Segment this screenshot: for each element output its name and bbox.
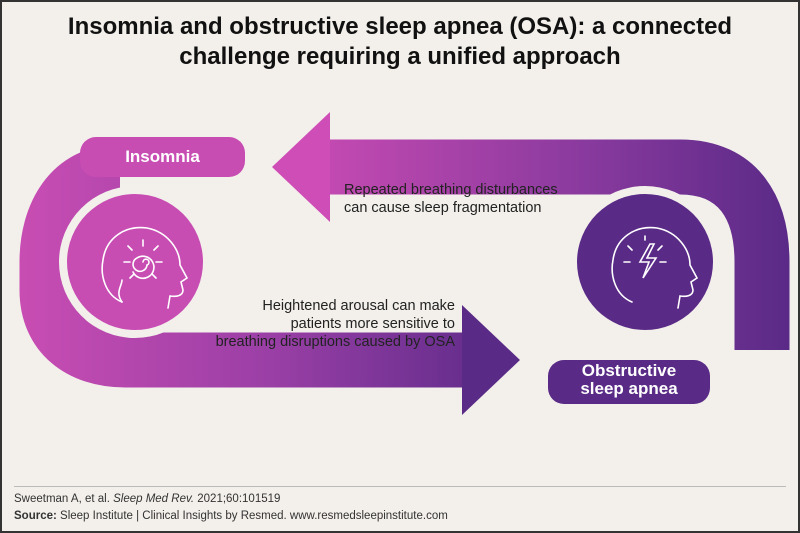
osa-circle	[569, 186, 721, 338]
citation: Sweetman A, et al. Sleep Med Rev. 2021;6…	[14, 493, 280, 505]
osa-to-insomnia-text: Repeated breathing disturbances can caus…	[344, 181, 558, 217]
title-line-1: Insomnia and obstructive sleep apnea (OS…	[67, 13, 733, 40]
text-line: Repeated breathing disturbances	[344, 182, 558, 198]
insomnia-circle	[59, 186, 211, 338]
citation-journal: Sleep Med Rev.	[113, 493, 195, 505]
insomnia-to-osa-text: Heightened arousal can make patients mor…	[216, 297, 455, 351]
source-text: Sleep Institute | Clinical Insights by R…	[56, 510, 448, 522]
head-lightning-icon	[611, 226, 699, 309]
arrow-insomnia-to-osa	[19, 144, 520, 415]
text-line: patients more sensitive to	[290, 316, 455, 332]
source-label: Source:	[14, 510, 57, 522]
head-spiral-icon	[101, 226, 189, 309]
insomnia-label: Insomnia	[80, 137, 245, 177]
title-line-2: challenge requiring a unified approach	[179, 43, 621, 70]
osa-label-line-1: Obstructive	[581, 361, 677, 380]
citation-authors: Sweetman A, et al.	[14, 493, 114, 505]
osa-label-line-2: sleep apnea	[580, 379, 678, 398]
arrow-osa-to-insomnia	[272, 112, 790, 350]
citation-rest: 2021;60:101519	[194, 493, 281, 505]
footer-divider	[14, 486, 786, 487]
text-line: breathing disruptions caused by OSA	[215, 334, 455, 350]
source-line: Source: Sleep Institute | Clinical Insig…	[14, 510, 448, 522]
text-line: Heightened arousal can make	[262, 298, 455, 314]
page-title: Insomnia and obstructive sleep apnea (OS…	[0, 12, 800, 72]
text-line: can cause sleep fragmentation	[344, 200, 542, 216]
osa-label: Obstructive sleep apnea	[548, 360, 710, 404]
